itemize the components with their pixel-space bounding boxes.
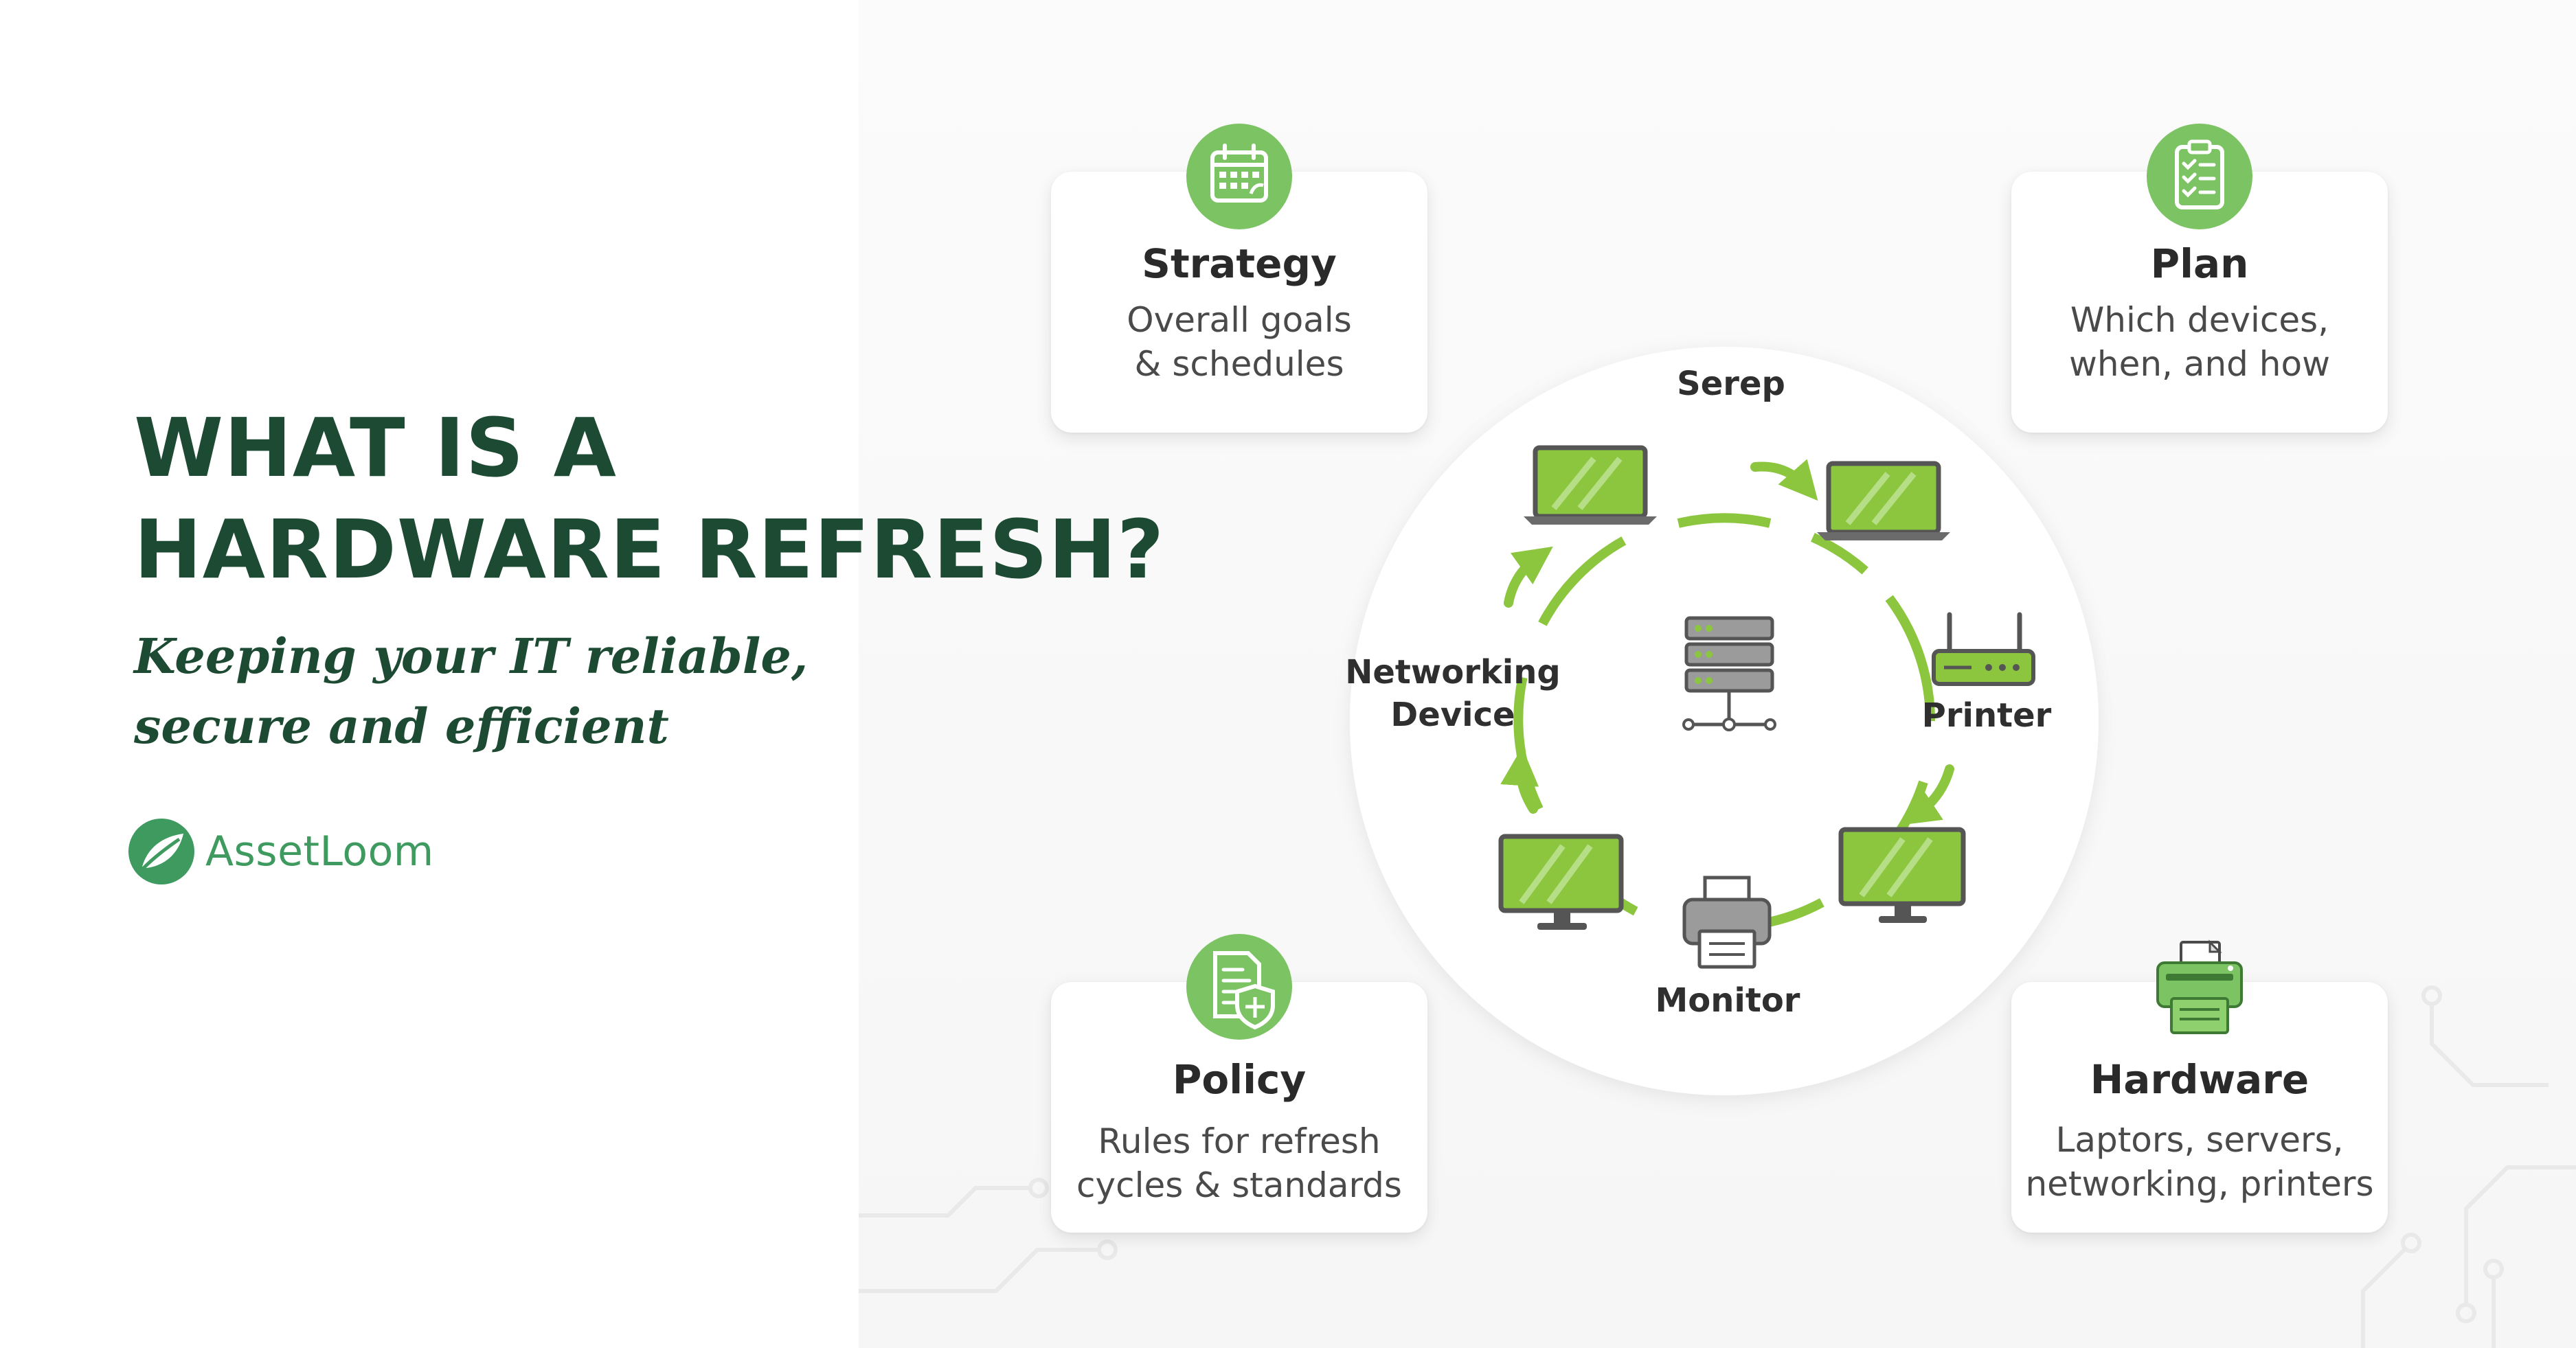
server-icon: [1682, 616, 1776, 731]
leaf-logo-icon: [128, 819, 194, 884]
card-hardware: Hardware Laptors, servers, networking, p…: [2011, 982, 2388, 1233]
arrow-bottom-left: [1500, 747, 1539, 814]
shield-document-icon: [1186, 934, 1292, 1040]
page-title: WHAT IS A HARDWARE REFRESH?: [134, 400, 1165, 597]
card-strategy-desc: Overall goals & schedules: [1127, 300, 1352, 384]
card-plan: Plan Which devices, when, and how: [2011, 172, 2388, 433]
arrow-bottom-right: [1900, 764, 1954, 825]
cycle-label-bottom: Monitor: [1655, 981, 1800, 1020]
cycle-label-left: Networking Device: [1345, 653, 1561, 734]
card-strategy-title: Strategy: [1142, 240, 1337, 287]
card-plan-title: Plan: [2150, 240, 2249, 287]
arrow-top-left: [1504, 546, 1553, 608]
page-subtitle: Keeping your IT reliable, secure and eff…: [134, 628, 809, 755]
card-hardware-desc: Laptors, servers, networking, printers: [2025, 1120, 2374, 1204]
cycle-label-top: Serep: [1677, 365, 1785, 403]
brand-name: AssetLoom: [205, 827, 434, 876]
monitor-icon: [1838, 827, 1966, 923]
calendar-icon: [1186, 124, 1292, 229]
card-policy-desc: Rules for refresh cycles & standards: [1076, 1121, 1402, 1205]
cycle-label-right: Printer: [1921, 696, 2052, 735]
printer-icon: [1682, 876, 1772, 969]
card-hardware-title: Hardware: [2090, 1056, 2309, 1103]
laptop-icon: [1524, 445, 1657, 525]
card-plan-desc: Which devices, when, and how: [2069, 300, 2330, 384]
printer-icon: [2156, 939, 2243, 1034]
brand: AssetLoom: [127, 817, 434, 886]
checklist-icon: [2147, 124, 2252, 229]
monitor-icon: [1498, 834, 1624, 930]
card-policy: Policy Rules for refresh cycles & standa…: [1051, 982, 1427, 1233]
cycle-arrows: [1500, 459, 1954, 825]
router-icon: [1932, 612, 2035, 686]
card-policy-title: Policy: [1172, 1056, 1307, 1103]
arrow-top-right: [1750, 459, 1818, 501]
laptop-icon: [1817, 461, 1950, 540]
